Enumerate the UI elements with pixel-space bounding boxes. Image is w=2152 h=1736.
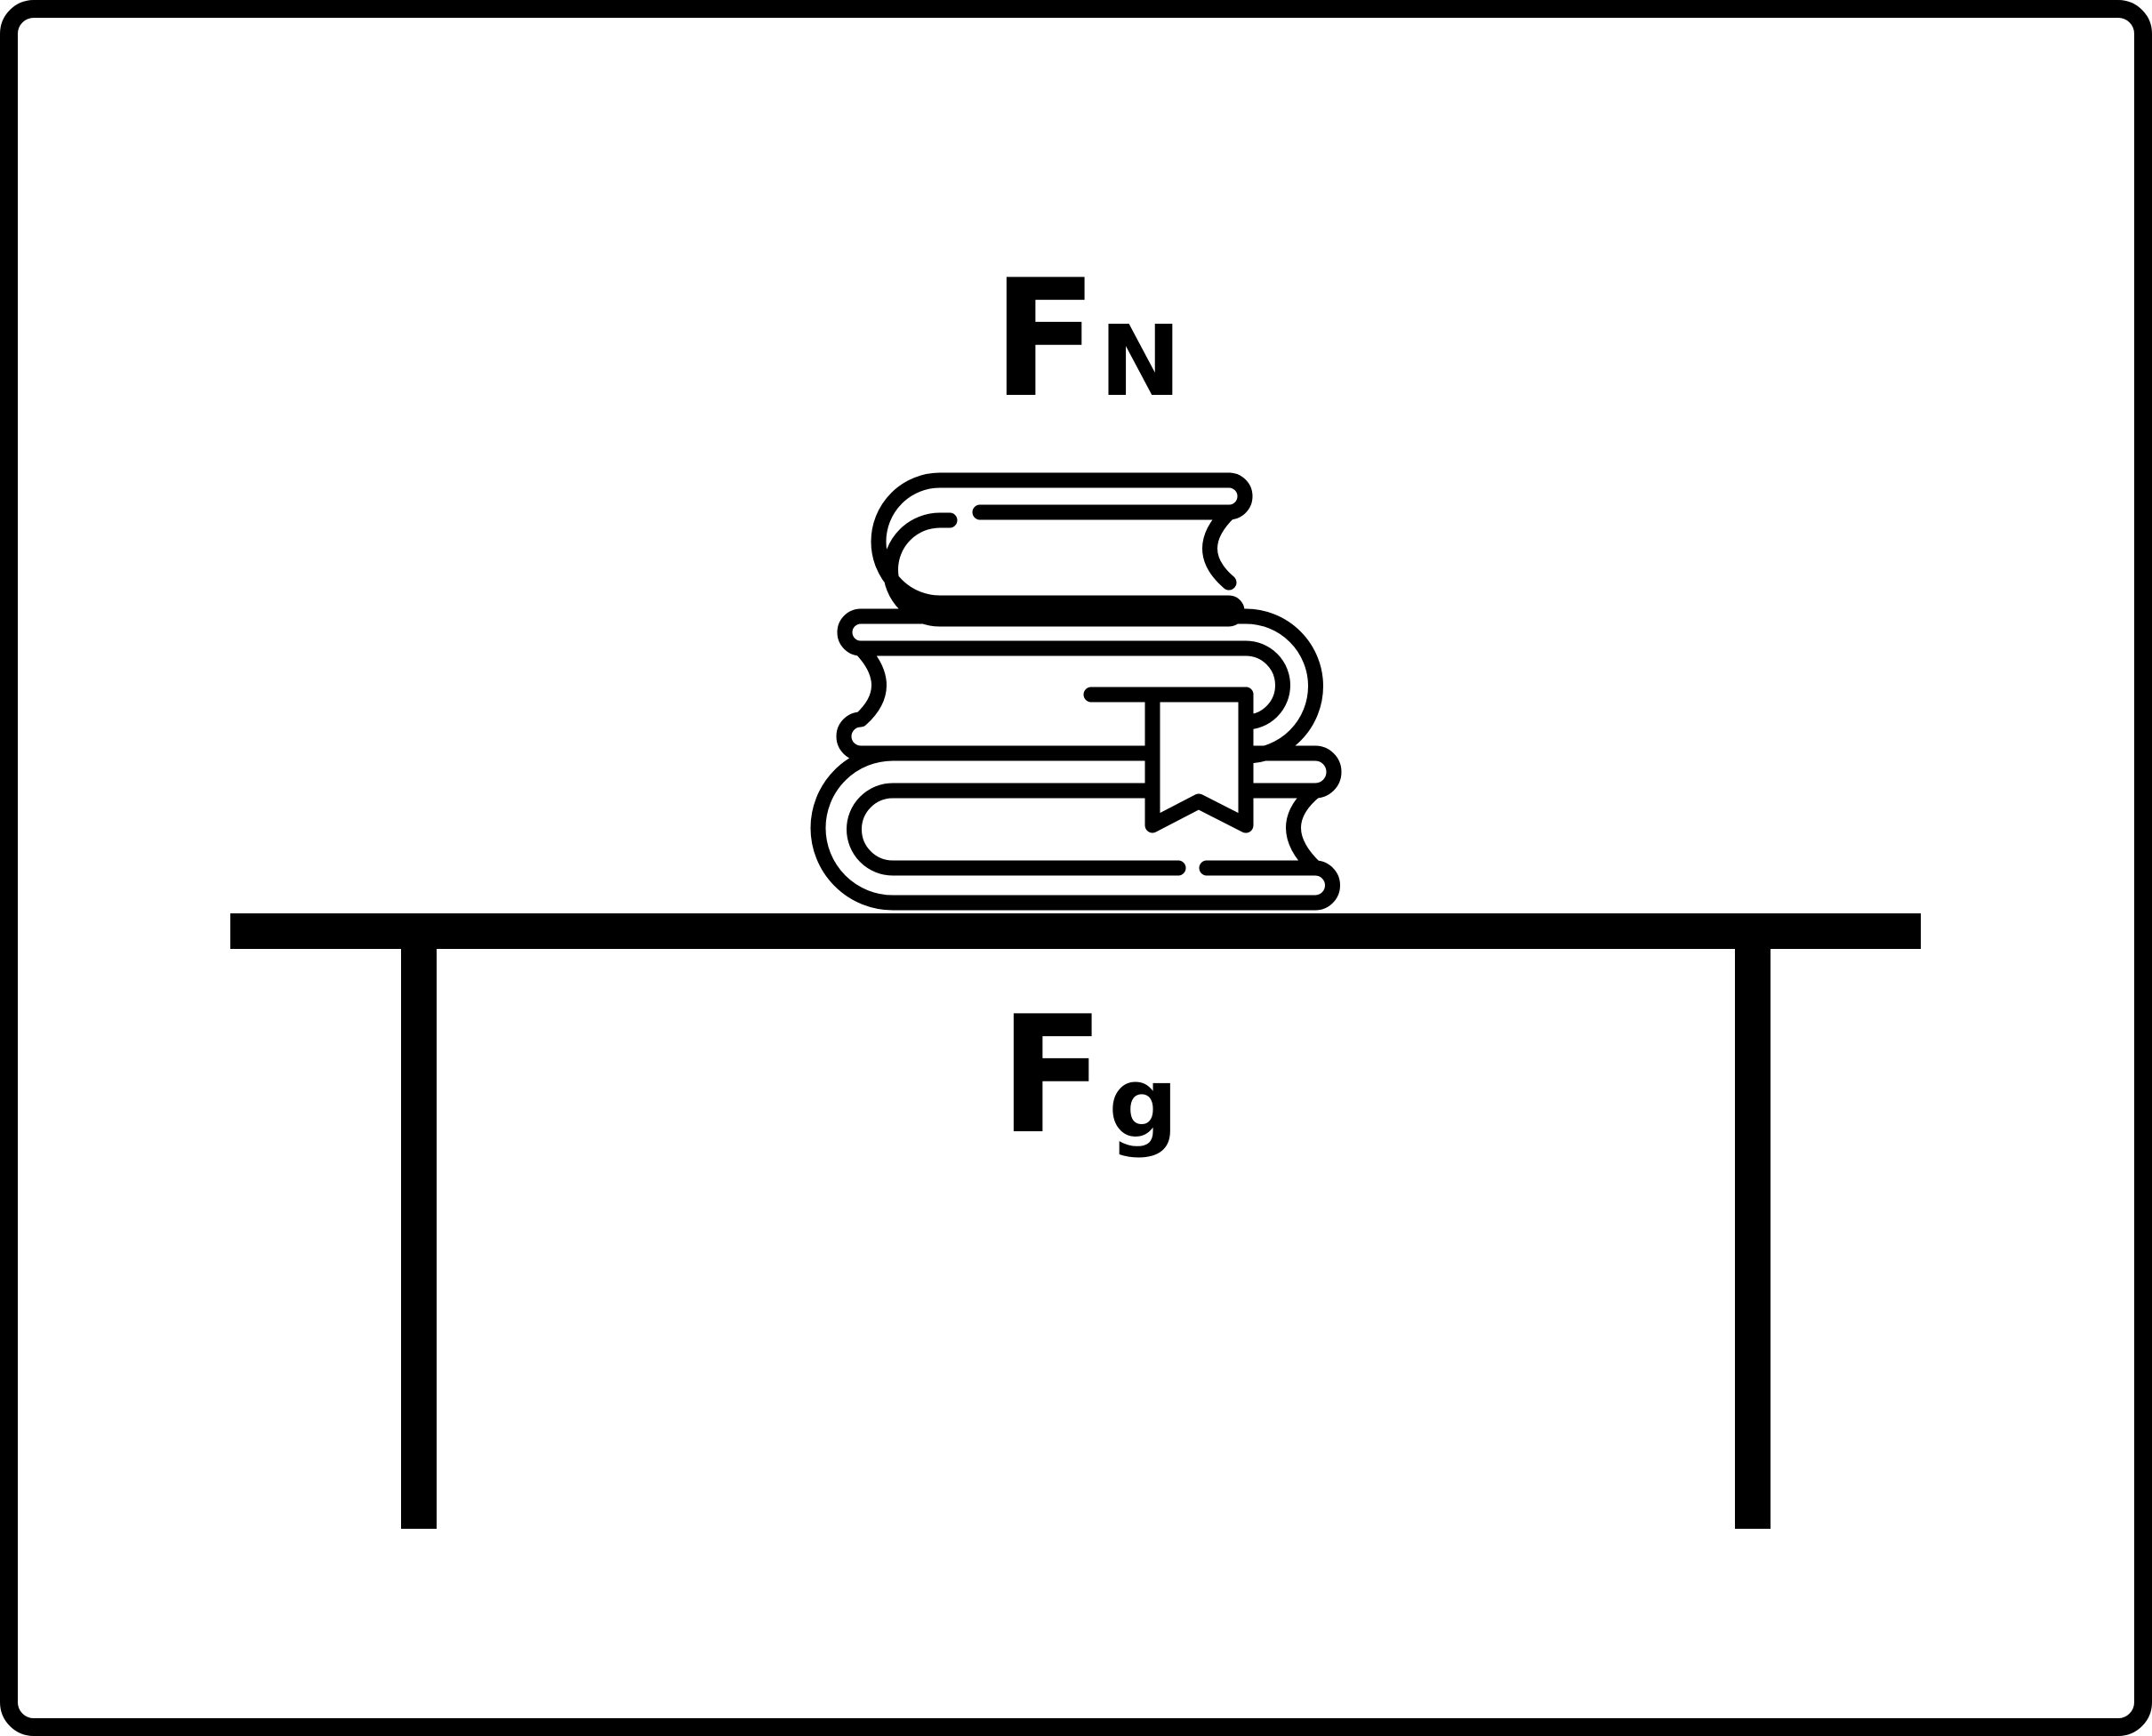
bookmark-ribbon-icon — [1144, 687, 1254, 833]
bottom-book-icon — [810, 745, 1342, 911]
table-top — [230, 913, 1921, 949]
top-book-icon — [871, 472, 1253, 627]
gravity-force-subscript: g — [1108, 1046, 1179, 1160]
normal-force-subscript: N — [1099, 304, 1182, 418]
table-leg-right — [1735, 949, 1771, 1529]
gravity-force-label: Fg — [1000, 994, 1178, 1156]
table-leg-left — [401, 949, 437, 1529]
normal-force-label: FN — [992, 258, 1181, 420]
gravity-force-symbol: F — [1000, 981, 1105, 1169]
normal-force-symbol: F — [992, 245, 1098, 433]
